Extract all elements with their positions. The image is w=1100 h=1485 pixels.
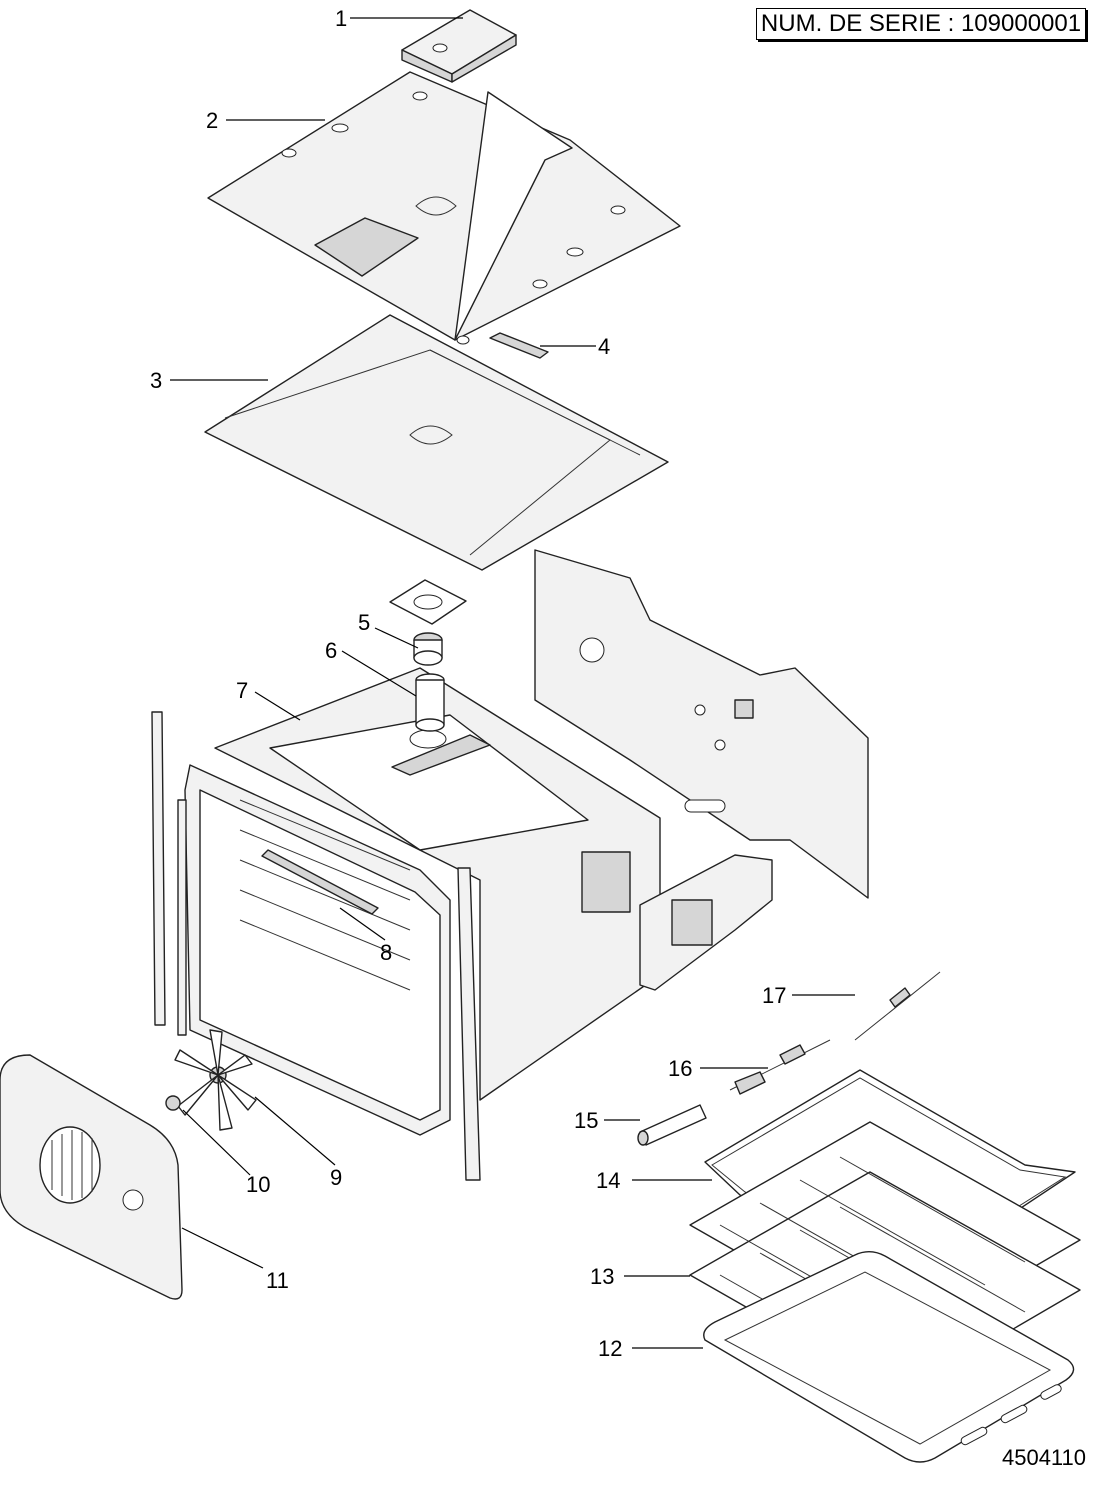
- callout-11: 11: [266, 1268, 289, 1293]
- part-9-fan: [174, 1029, 257, 1131]
- side-bracket: [639, 854, 773, 991]
- callout-12: 12: [598, 1336, 622, 1361]
- callout-labels: 1 2 3 4 5 6 7 8 9 10 11 12 13 14 15 16 1…: [150, 6, 786, 1361]
- part-7-oven-cavity: [184, 667, 661, 1136]
- leader-lines: [170, 17, 855, 1349]
- serial-number-box: NUM. DE SERIE : 109000001: [756, 8, 1086, 40]
- callout-3: 3: [150, 368, 162, 393]
- part-6-exhaust-tube: [415, 673, 445, 732]
- callout-14: 14: [596, 1168, 620, 1193]
- part-10-nut: [165, 1095, 181, 1111]
- part-3-inner-plate: [204, 314, 669, 571]
- callout-8: 8: [380, 940, 392, 965]
- callout-1: 1: [335, 6, 347, 31]
- callout-15: 15: [574, 1108, 598, 1133]
- callout-2: 2: [206, 108, 218, 133]
- side-runner-left: [151, 711, 187, 1036]
- part-2-top-panel: [207, 71, 681, 341]
- callout-7: 7: [236, 678, 248, 703]
- callout-13: 13: [590, 1264, 614, 1289]
- callout-9: 9: [330, 1165, 342, 1190]
- callout-6: 6: [325, 638, 337, 663]
- callout-4: 4: [598, 334, 610, 359]
- part-12-baking-tray: [703, 1251, 1075, 1463]
- drawing-reference: 4504110: [1001, 1445, 1086, 1470]
- part-16-spit: [729, 1039, 831, 1095]
- callout-10: 10: [246, 1172, 270, 1197]
- callout-17: 17: [762, 983, 786, 1008]
- part-1-top-box: [401, 9, 517, 83]
- part-11-back-cover: [0, 1054, 183, 1300]
- part-5-collar: [413, 632, 443, 666]
- part-8-shelf-support: [261, 849, 379, 915]
- gasket-plate: [389, 579, 467, 625]
- side-runner-right: [457, 867, 481, 1181]
- callout-16: 16: [668, 1056, 692, 1081]
- part-15-handle: [637, 1104, 707, 1146]
- callout-5: 5: [358, 610, 370, 635]
- part-17-spit-fork: [854, 971, 941, 1041]
- part-4-bracket: [489, 332, 549, 359]
- rear-side-panel: [534, 549, 869, 899]
